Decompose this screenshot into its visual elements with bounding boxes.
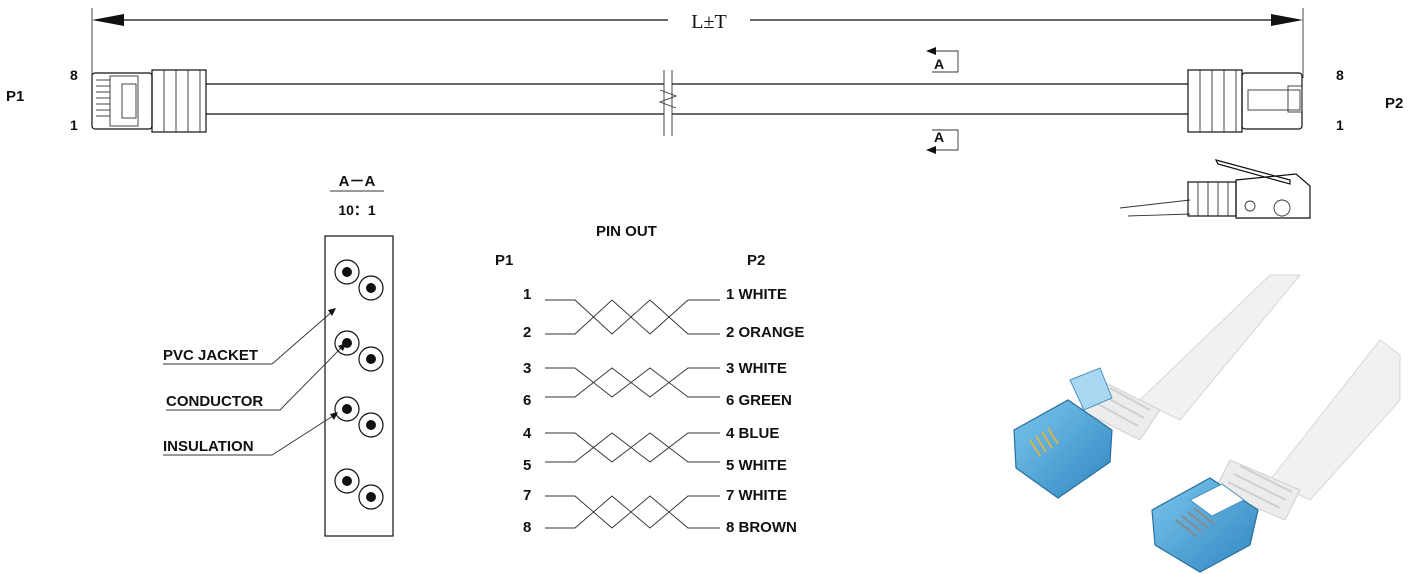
cable-side-view <box>91 69 1303 136</box>
wire-pair-1 <box>334 259 384 301</box>
pin-left-6: 6 <box>523 392 531 409</box>
pin-left-8: 8 <box>523 519 531 536</box>
length-dimension: L±T <box>91 8 1304 78</box>
pinout-right-header: P2 <box>747 252 765 269</box>
cross-section: A－A 10：1 PVC JACKET CONDUCTOR <box>163 173 394 537</box>
p2-end-label: P2 <box>1385 95 1403 112</box>
p1-pin-8-label: 8 <box>70 67 78 83</box>
section-marker-top: A <box>926 47 959 73</box>
pin-right-2: 2 ORANGE <box>726 324 804 341</box>
pin-left-5: 5 <box>523 457 531 474</box>
pin-right-4: 4 BLUE <box>726 425 779 442</box>
plug-detail-view <box>1119 159 1311 219</box>
p2-pin-8-label: 8 <box>1336 67 1344 83</box>
pin-left-3: 3 <box>523 360 531 377</box>
pin-right-5: 5 WHITE <box>726 457 787 474</box>
p1-end-label: P1 <box>6 88 24 105</box>
pinout-table: PIN OUT P1 P2 1 2 1 WHITE 2 ORANGE 3 6 3… <box>495 223 804 536</box>
pin-right-7: 7 WHITE <box>726 487 787 504</box>
callout-pvc-jacket: PVC JACKET <box>163 308 336 365</box>
section-marker-bottom: A <box>926 129 959 154</box>
cross-section-title: A－A <box>339 173 376 190</box>
pin-right-8: 8 BROWN <box>726 519 797 536</box>
svg-text:INSULATION: INSULATION <box>163 438 254 455</box>
pin-left-1: 1 <box>523 286 531 303</box>
pin-left-7: 7 <box>523 487 531 504</box>
pin-left-2: 2 <box>523 324 531 341</box>
svg-text:PVC JACKET: PVC JACKET <box>163 347 258 364</box>
pinout-pair-3: 4 5 4 BLUE 5 WHITE <box>523 425 787 474</box>
p2-pin-1-label: 1 <box>1336 117 1344 133</box>
wire-pair-4 <box>334 468 384 510</box>
wire-pair-3 <box>334 396 384 438</box>
svg-text:A: A <box>934 129 944 145</box>
svg-text:CONDUCTOR: CONDUCTOR <box>166 393 263 410</box>
pin-right-3: 3 WHITE <box>726 360 787 377</box>
cross-section-scale: 10：1 <box>338 202 376 218</box>
svg-text:A: A <box>934 56 944 72</box>
pinout-pair-1: 1 2 1 WHITE 2 ORANGE <box>523 286 804 341</box>
product-image <box>1013 274 1401 573</box>
pinout-title: PIN OUT <box>596 223 657 240</box>
pin-right-6: 6 GREEN <box>726 392 792 409</box>
wire-pair-2 <box>334 330 384 372</box>
callout-conductor: CONDUCTOR <box>166 343 346 411</box>
pinout-pair-4: 7 8 7 WHITE 8 BROWN <box>523 487 797 536</box>
pin-left-4: 4 <box>523 425 532 442</box>
callout-insulation: INSULATION <box>163 412 338 456</box>
length-dimension-label: L±T <box>691 11 726 33</box>
pinout-pair-2: 3 6 3 WHITE 6 GREEN <box>523 360 792 409</box>
pin-right-1: 1 WHITE <box>726 286 787 303</box>
pinout-left-header: P1 <box>495 252 513 269</box>
p1-pin-1-label: 1 <box>70 117 78 133</box>
